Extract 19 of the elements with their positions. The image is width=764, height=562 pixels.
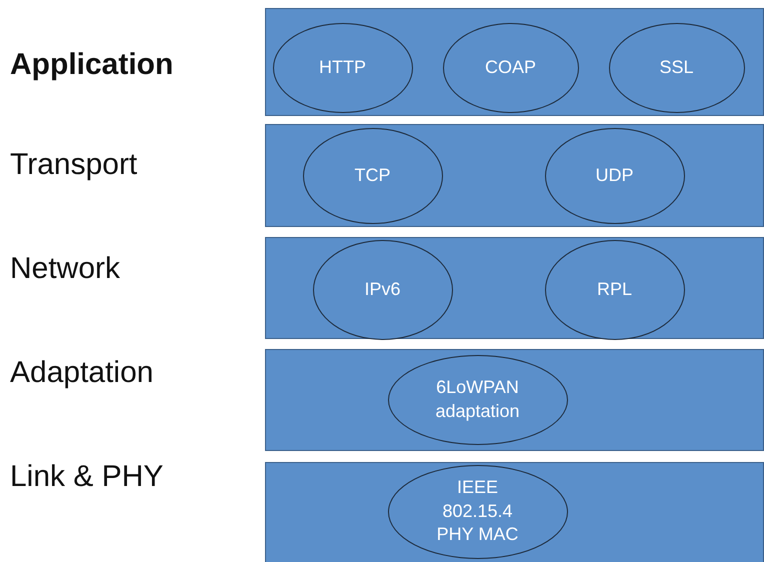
layer-band: [265, 237, 764, 339]
protocol-name: UDP: [594, 164, 634, 187]
layer-band: [265, 462, 764, 562]
layer-name: Link & PHY: [10, 460, 164, 494]
layer-band: [265, 349, 764, 451]
layer-name: Adaptation: [10, 356, 154, 390]
layer-name: Transport: [10, 148, 138, 182]
protocol-name: RPL: [596, 278, 633, 301]
protocol-name: IPv6: [363, 278, 402, 301]
layer-name: Application: [10, 48, 174, 82]
protocol-name: 6LoWPAN adaptation: [434, 376, 521, 423]
protocol-name: TCP: [354, 164, 392, 187]
layer-name: Network: [10, 252, 120, 286]
protocol-name: SSL: [658, 56, 695, 79]
protocol-name: COAP: [484, 56, 537, 79]
protocol-name: HTTP: [318, 56, 367, 79]
protocol-name: IEEE 802.15.4 PHY MAC: [436, 476, 520, 546]
layer-band: [265, 8, 764, 116]
layer-band: [265, 124, 764, 227]
